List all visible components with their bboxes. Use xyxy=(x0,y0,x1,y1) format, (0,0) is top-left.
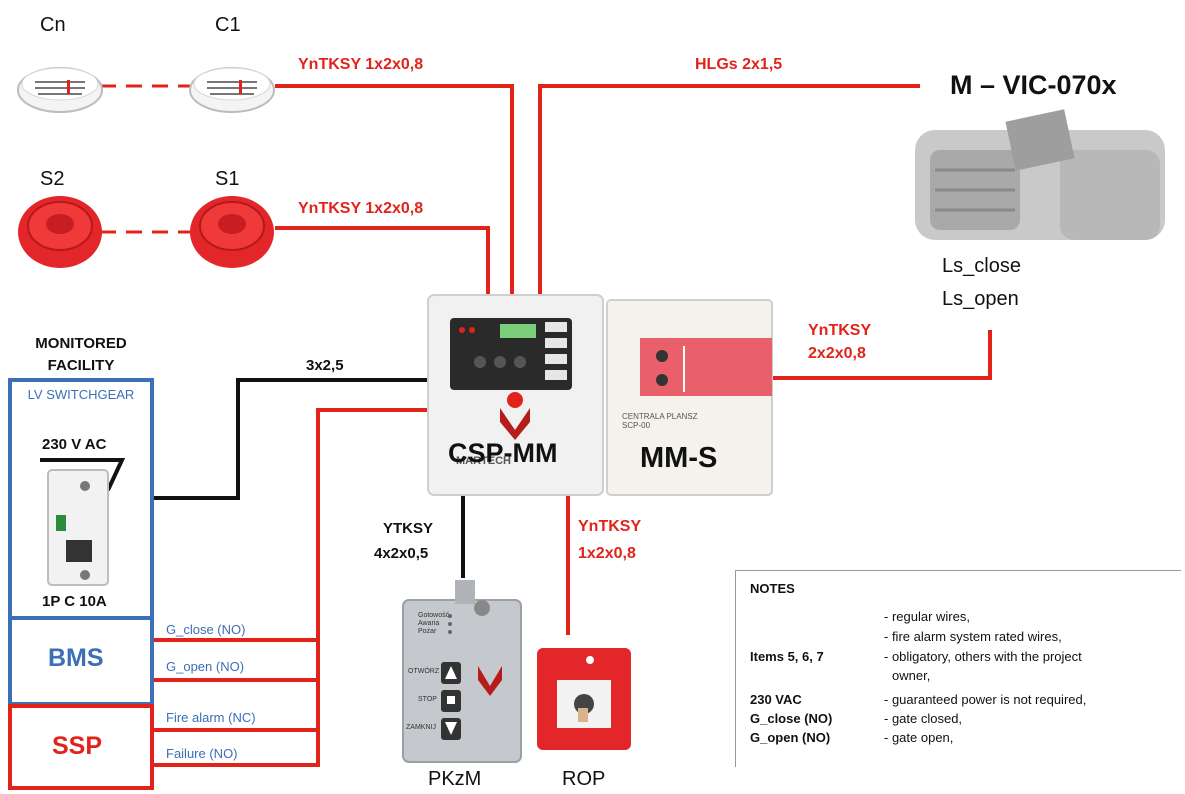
signal-failure: Failure (NO) xyxy=(166,746,238,761)
sounder-s1 xyxy=(190,196,274,268)
fire-wires xyxy=(150,84,992,767)
label-vic: M – VIC-070x xyxy=(950,70,1117,100)
cable-mms-line1: YnTKSY xyxy=(808,322,872,339)
cable-rop-line2: 1x2x0,8 xyxy=(578,545,636,562)
martech-logo-icon xyxy=(500,408,530,440)
notes-vac-key: 230 VAC xyxy=(750,692,802,707)
circuit-breaker xyxy=(47,469,109,586)
pkzm-panel xyxy=(402,580,522,763)
wire-mms-vic xyxy=(770,330,992,380)
mm-s-unit xyxy=(606,299,773,496)
sounder-s2 xyxy=(18,196,102,268)
notes-vac-val: - guaranteed power is not required, xyxy=(884,692,1087,707)
wire-s1-csp xyxy=(275,226,490,295)
pkzm-down-label: ZAMKNIJ xyxy=(406,724,436,731)
label-ssp: SSP xyxy=(52,732,103,760)
label-ls-close: Ls_close xyxy=(942,255,1021,277)
csp-logo-dot xyxy=(507,392,523,408)
mms-panel-text: CENTRALA PLANSZ SCP-00 xyxy=(622,412,698,430)
label-voltage: 230 V AC xyxy=(42,436,107,453)
label-csp-mm: CSP-MM xyxy=(448,438,558,468)
wire-vic-csp xyxy=(538,84,920,295)
cable-mms-line2: 2x2x0,8 xyxy=(808,345,866,362)
notes-regular: - regular wires, xyxy=(884,609,970,624)
notes-items-key: Items 5, 6, 7 xyxy=(750,649,824,664)
notes-box: NOTES - regular wires, - fire alarm syst… xyxy=(735,570,1181,767)
mms-red-band xyxy=(640,338,772,396)
notes-gclose-key: G_close (NO) xyxy=(750,711,833,726)
label-lv-switchgear: LV SWITCHGEAR xyxy=(27,387,135,402)
csp-brand: MARTECH xyxy=(456,455,511,467)
cable-power: 3x2,5 xyxy=(306,357,344,374)
pkzm-up-label: OTWÓRZ xyxy=(408,668,440,675)
label-monitored-facility: MONITORED FACILITY xyxy=(35,335,127,374)
label-s1: S1 xyxy=(215,168,240,190)
notes-fire: - fire alarm system rated wires, xyxy=(884,629,1062,644)
notes-title: NOTES xyxy=(750,581,795,596)
wire-power xyxy=(153,378,428,500)
wire-csp-signals xyxy=(150,408,428,767)
label-ls-open: Ls_open xyxy=(942,288,1019,310)
csp-mm-unit xyxy=(427,294,604,496)
cable-pkzm-line1: YTKSY xyxy=(383,520,434,537)
notes-gclose-val: - gate closed, xyxy=(884,711,963,726)
label-c1: C1 xyxy=(215,14,241,36)
rop-callpoint xyxy=(537,648,631,750)
cable-pkzm-line2: 4x2x0,5 xyxy=(374,545,429,562)
signal-g-close: G_close (NO) xyxy=(166,622,246,637)
label-breaker: 1P C 10A xyxy=(42,593,107,610)
pkzm-status3: Pożar xyxy=(418,628,437,635)
cable-rop-line1: YnTKSY xyxy=(578,518,642,535)
cable-vic-power: HLGs 2x1,5 xyxy=(695,56,783,73)
csp-control-panel xyxy=(450,318,572,390)
notes-gopen-key: G_open (NO) xyxy=(750,730,831,745)
label-cn: Cn xyxy=(40,14,66,36)
signal-fire-alarm: Fire alarm (NC) xyxy=(166,710,256,725)
ssp-box xyxy=(8,704,154,790)
signal-g-open: G_open (NO) xyxy=(166,659,245,674)
notes-gopen-val: - gate open, xyxy=(884,730,954,745)
notes-items-val2: owner, xyxy=(892,668,931,683)
label-s2: S2 xyxy=(40,168,65,190)
label-mm-s: MM-S xyxy=(640,442,718,474)
regular-wires xyxy=(40,378,465,578)
wire-c1-csp xyxy=(275,84,514,295)
detector-cn xyxy=(17,67,103,113)
csp-display xyxy=(500,324,536,338)
label-bms: BMS xyxy=(48,644,104,672)
label-rop: ROP xyxy=(562,768,606,790)
cable-s1: YnTKSY 1x2x0,8 xyxy=(298,200,424,217)
dashed-links xyxy=(100,84,192,234)
pkzm-stop-label: STOP xyxy=(418,696,437,703)
cable-c1: YnTKSY 1x2x0,8 xyxy=(298,56,424,73)
wire-breaker-feed xyxy=(40,458,126,491)
detector-c1 xyxy=(189,67,275,113)
label-pkzm: PKzM xyxy=(428,768,482,790)
pkzm-status2: Awaria xyxy=(418,620,440,627)
pkzm-status1: Gotowość xyxy=(418,612,450,619)
notes-items-val1: - obligatory, others with the project xyxy=(884,649,1082,664)
actuator-vic xyxy=(915,109,1165,240)
